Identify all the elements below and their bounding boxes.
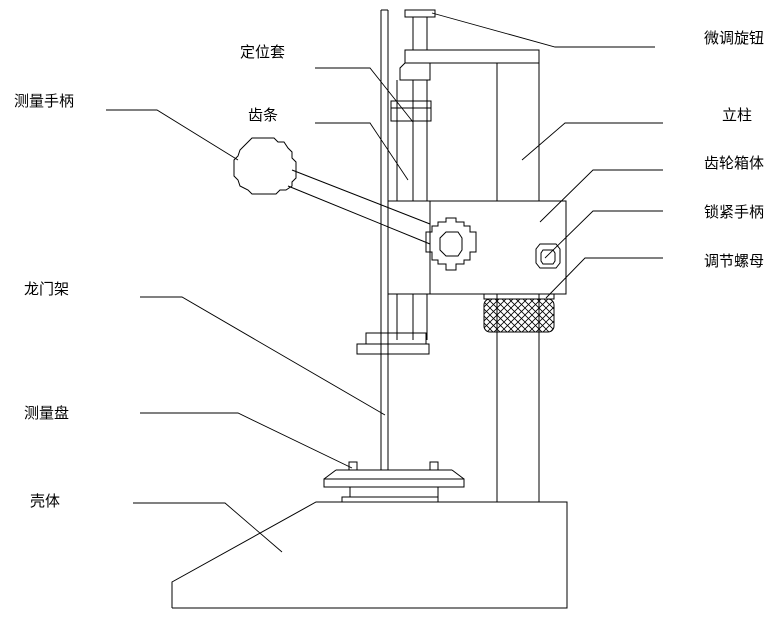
column	[497, 63, 539, 502]
label-measuring-handle: 测量手柄	[14, 92, 75, 110]
locking-handle	[536, 244, 560, 268]
label-rack: 齿条	[248, 106, 279, 124]
gantry-frame	[381, 10, 388, 470]
label-column: 立柱	[722, 106, 753, 124]
leader-lines	[106, 13, 663, 552]
pinion-gear	[426, 218, 476, 270]
housing	[172, 502, 567, 608]
label-housing: 壳体	[30, 492, 61, 510]
positioning-sleeve	[391, 101, 431, 121]
label-adjusting-nut: 调节螺母	[704, 252, 765, 270]
fine-knob	[400, 10, 539, 80]
label-fine-knob: 微调旋钮	[704, 29, 765, 47]
label-positioning-sleeve: 定位套	[240, 43, 286, 61]
rack	[397, 80, 427, 340]
adjusting-nut	[484, 294, 554, 332]
measuring-handle	[234, 138, 430, 244]
label-gantry-frame: 龙门架	[24, 280, 70, 298]
label-measuring-plate: 测量盘	[24, 404, 70, 422]
lower-collar	[357, 333, 429, 470]
gearbox	[388, 201, 566, 294]
label-gearbox: 齿轮箱体	[704, 154, 765, 172]
label-locking-handle: 锁紧手柄	[704, 203, 765, 221]
measuring-plate	[324, 462, 464, 502]
